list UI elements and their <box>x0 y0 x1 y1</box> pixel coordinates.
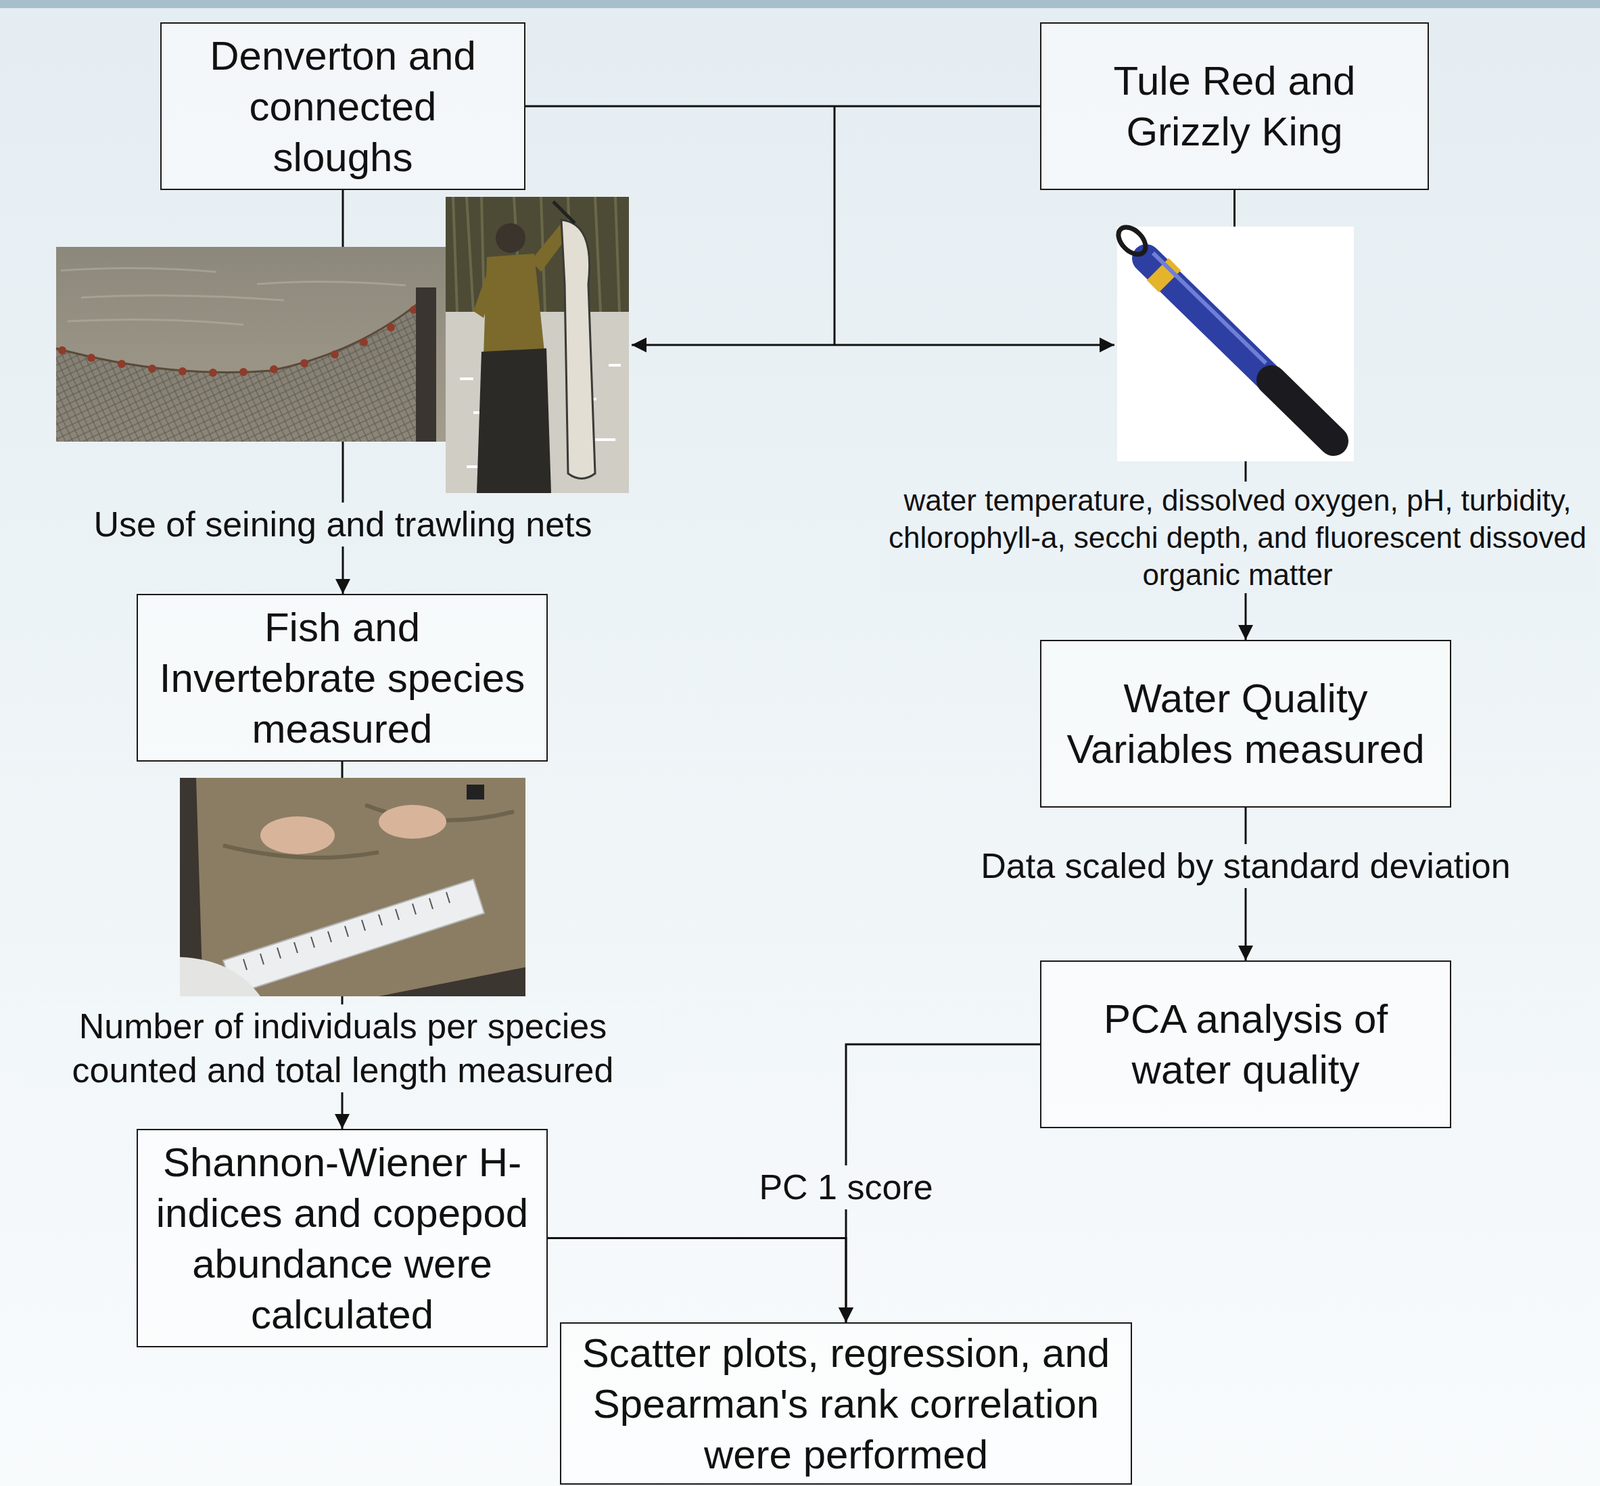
float <box>239 367 248 376</box>
head <box>495 223 526 253</box>
process-box: Water Quality Variables measured <box>1040 639 1452 808</box>
photo-ground <box>1117 226 1354 462</box>
hand <box>260 816 335 855</box>
box-text: Water Quality Variables measured <box>1057 672 1434 775</box>
water <box>445 196 629 493</box>
hand-net <box>561 219 596 479</box>
branch-arrow <box>631 344 835 347</box>
float <box>269 365 278 374</box>
legs <box>196 777 526 997</box>
water <box>56 246 446 442</box>
float <box>87 353 96 362</box>
box-text: Denverton and connected sloughs <box>177 30 508 183</box>
floats <box>58 305 418 377</box>
box-text: Tule Red and Grizzly King <box>1057 55 1412 157</box>
net-pole <box>415 287 437 442</box>
net-mesh-fill <box>56 290 433 442</box>
process-box: PCA analysis of water quality <box>1040 960 1452 1128</box>
float <box>359 338 368 347</box>
sonde-body <box>1146 258 1334 441</box>
net-body <box>56 290 433 442</box>
box-text: PCA analysis of water quality <box>1057 993 1434 1095</box>
edge-label: water temperature, dissolved oxygen, pH,… <box>879 481 1596 594</box>
folds <box>223 804 514 858</box>
measuring-board <box>223 879 485 995</box>
edge-label: Data scaled by standard deviation <box>975 843 1516 888</box>
seine-net-photo <box>56 246 446 442</box>
edge-label: Number of individuals per species counte… <box>25 1004 661 1093</box>
arm <box>473 263 500 318</box>
flow-connector <box>547 1238 846 1323</box>
process-box: Shannon-Wiener H-indices and copepod abu… <box>136 1128 548 1348</box>
float <box>300 359 309 368</box>
ruler-ticks <box>243 891 450 970</box>
ripples <box>60 267 406 325</box>
float <box>117 359 126 368</box>
box-text: Shannon-Wiener H-indices and copepod abu… <box>154 1136 531 1340</box>
sonde-collar <box>1157 269 1170 282</box>
float <box>330 350 339 359</box>
process-box: Fish and Invertebrate species measured <box>136 593 548 762</box>
sonde-handle <box>1113 221 1151 260</box>
float-line <box>56 290 433 373</box>
float <box>386 323 395 332</box>
net-handling-photo <box>445 196 629 493</box>
bucket <box>179 956 261 997</box>
box-text: Fish and Invertebrate species measured <box>154 601 531 755</box>
float <box>148 364 157 373</box>
top-bar <box>0 0 1600 9</box>
sonde-guard <box>1271 380 1334 441</box>
process-box: Denverton and connected sloughs <box>160 22 526 191</box>
flow-connector <box>525 105 1041 108</box>
box-text: Scatter plots, regression, and Spearman'… <box>577 1327 1115 1480</box>
branch-arrow <box>834 344 1115 347</box>
waders <box>476 348 552 493</box>
hand <box>378 804 447 839</box>
float <box>58 346 67 355</box>
float <box>178 367 187 376</box>
watch <box>466 784 485 800</box>
process-box: Scatter plots, regression, and Spearman'… <box>559 1322 1133 1485</box>
edge-label: PC 1 score <box>753 1165 938 1210</box>
float <box>208 368 218 377</box>
process-box: Tule Red and Grizzly King <box>1040 22 1429 191</box>
mud <box>179 777 526 997</box>
length-measuring-photo <box>179 777 526 997</box>
branch-line <box>833 106 836 345</box>
sonde-highlight <box>1153 252 1266 364</box>
exo2-sonde-photo <box>1113 221 1354 462</box>
edge-label: Use of seining and trawling nets <box>87 502 598 547</box>
net-frame <box>553 201 575 224</box>
